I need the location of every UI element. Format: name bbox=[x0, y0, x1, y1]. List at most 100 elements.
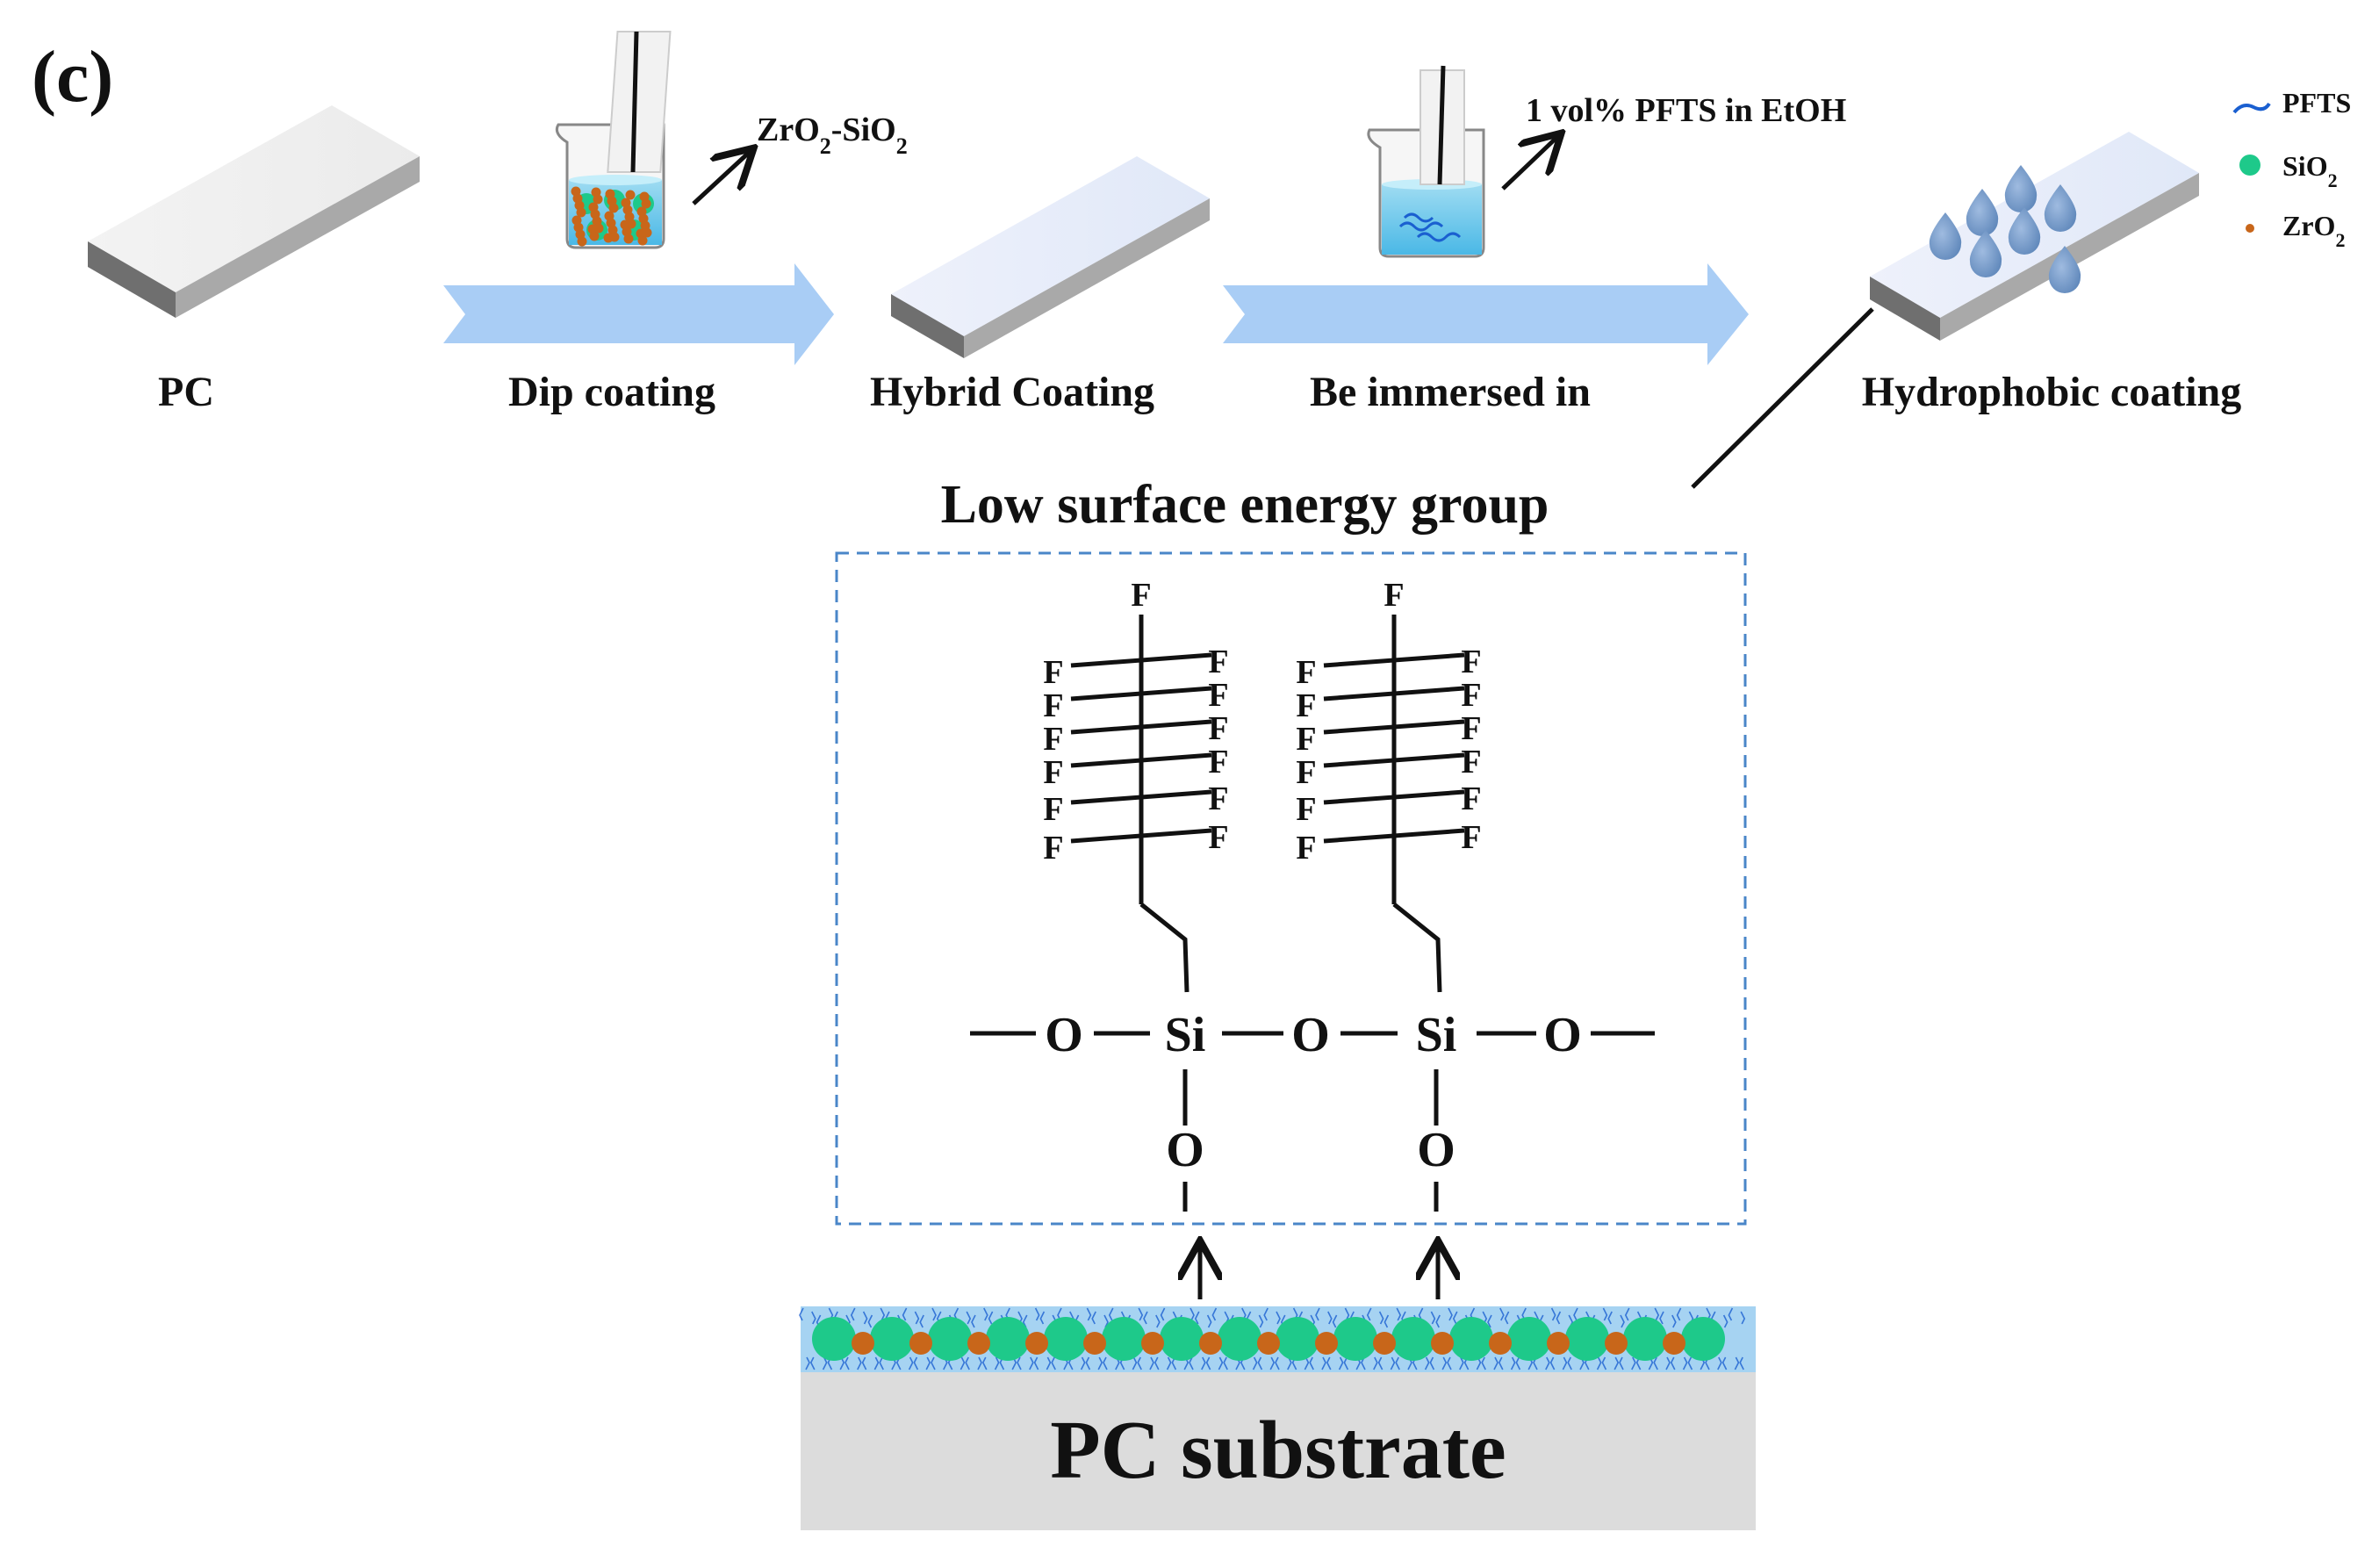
fluorine-atom: F bbox=[1384, 577, 1404, 614]
sio2-particle bbox=[928, 1317, 972, 1361]
zro2-particle bbox=[1315, 1332, 1338, 1355]
beaker-zro2-sio2-icon bbox=[555, 31, 672, 249]
fluorine-atom: F bbox=[1208, 819, 1228, 856]
sio2-particle bbox=[1276, 1317, 1319, 1361]
zro2-sio2-label: ZrO2-SiO2 bbox=[757, 111, 908, 159]
fluorine-atom: F bbox=[1208, 744, 1228, 780]
zro2-particle bbox=[1141, 1332, 1164, 1355]
sio2-particle bbox=[1623, 1317, 1667, 1361]
zro2-particle bbox=[852, 1332, 874, 1355]
fluorine-atom: F bbox=[1131, 577, 1151, 614]
fluorine-atom: F bbox=[1296, 687, 1316, 724]
beaker-zro2-particle bbox=[642, 227, 652, 238]
fluorine-atom: F bbox=[1043, 687, 1063, 724]
water-droplets bbox=[1929, 165, 2081, 293]
zro2-particle bbox=[1373, 1332, 1396, 1355]
water-droplet bbox=[1929, 212, 1962, 260]
step-label-hydrophobic-coating: Hydrophobic coating bbox=[1862, 369, 2242, 415]
sio2-particle bbox=[1333, 1317, 1377, 1361]
step-label-hybrid-coating: Hybrid Coating bbox=[870, 369, 1154, 415]
beaker-zro2-particle bbox=[641, 198, 651, 209]
fluorine-atom: F bbox=[1461, 744, 1481, 780]
zoom-box bbox=[835, 551, 1747, 1226]
fluorine-atom: F bbox=[1208, 644, 1228, 680]
process-arrow-1 bbox=[443, 263, 834, 365]
beaker-zro2-particle bbox=[608, 203, 619, 213]
water-droplet bbox=[2044, 184, 2077, 232]
step-label-pc: PC bbox=[158, 369, 214, 415]
sio2-particle bbox=[870, 1317, 914, 1361]
fluorine-atom: F bbox=[1461, 644, 1481, 680]
fluorine-atom: F bbox=[1043, 830, 1063, 867]
step-label-dip-coating: Dip coating bbox=[508, 369, 715, 415]
hydrophobic-coating-slab bbox=[1870, 132, 2199, 341]
zro2-particle bbox=[1605, 1332, 1628, 1355]
water-droplet bbox=[1966, 189, 1999, 236]
legend: PFTS SiO2 ZrO2 bbox=[2232, 87, 2351, 251]
fluorine-atom: F bbox=[1296, 830, 1316, 867]
zro2-particle bbox=[1199, 1332, 1222, 1355]
sio2-particle bbox=[1449, 1317, 1493, 1361]
beaker-zro2-particle bbox=[625, 190, 636, 200]
legend-sio2-label: SiO2 bbox=[2282, 150, 2338, 191]
sio2-particle bbox=[1681, 1317, 1725, 1361]
legend-zro2-label: ZrO2 bbox=[2282, 210, 2345, 251]
pc-slab bbox=[88, 105, 420, 318]
sio2-particle bbox=[1507, 1317, 1551, 1361]
pfts-pointer bbox=[1501, 136, 1558, 191]
beaker-zro2-particle bbox=[626, 219, 636, 229]
sio2-particle bbox=[1391, 1317, 1435, 1361]
beaker-pfts-icon bbox=[1367, 65, 1485, 258]
fluorine-atom: F bbox=[1043, 754, 1063, 791]
fluorine-atom: F bbox=[1208, 677, 1228, 714]
fluorine-atom: F bbox=[1296, 754, 1316, 791]
sio2-particle bbox=[1218, 1317, 1261, 1361]
beaker-zro2-particle bbox=[577, 236, 587, 247]
fluorine-atom: F bbox=[1296, 654, 1316, 691]
sio2-particle bbox=[812, 1317, 856, 1361]
pc-substrate-label: PC substrate bbox=[1050, 1405, 1506, 1496]
zro2-particle bbox=[1663, 1332, 1685, 1355]
beaker-zro2-particle bbox=[593, 223, 604, 234]
zro2-particle bbox=[909, 1332, 932, 1355]
fluorine-atom: F bbox=[1461, 819, 1481, 856]
hybrid-coating-slab bbox=[891, 156, 1210, 358]
zro2-particle bbox=[1257, 1332, 1280, 1355]
water-droplet bbox=[2004, 165, 2038, 213]
pc-substrate bbox=[801, 1372, 1756, 1530]
coating-particles bbox=[812, 1317, 1725, 1361]
sio2-particle bbox=[1044, 1317, 1088, 1361]
fluorine-atom: F bbox=[1043, 654, 1063, 691]
sio2-particle bbox=[986, 1317, 1030, 1361]
sio2-particle bbox=[1565, 1317, 1609, 1361]
fluorine-atom: F bbox=[1043, 791, 1063, 828]
sio2-particle bbox=[1160, 1317, 1204, 1361]
zro2-particle bbox=[1431, 1332, 1454, 1355]
zro2-particle bbox=[1547, 1332, 1570, 1355]
silicon-atom: Si bbox=[1416, 1008, 1457, 1062]
water-droplet bbox=[1969, 230, 2002, 277]
beaker-zro2-particle bbox=[576, 207, 586, 218]
step-label-be-immersed-in: Be immersed in bbox=[1310, 369, 1591, 415]
zro2-particle bbox=[1025, 1332, 1048, 1355]
silicon-atom: Si bbox=[1165, 1008, 1206, 1062]
zro2-particle bbox=[967, 1332, 990, 1355]
fluorine-atom: F bbox=[1043, 721, 1063, 758]
legend-sio2-swatch bbox=[2239, 155, 2260, 176]
fluorine-atom: F bbox=[1296, 791, 1316, 828]
beaker-zro2-particle bbox=[609, 232, 620, 242]
oxygen-atom: O bbox=[1166, 1123, 1204, 1177]
fluorine-atom: F bbox=[1461, 677, 1481, 714]
zoom-leader-line bbox=[1691, 307, 1874, 489]
water-droplet bbox=[2008, 207, 2041, 255]
fluorine-atom: F bbox=[1208, 780, 1228, 817]
pfts-solution-label: 1 vol% PFTS in EtOH bbox=[1526, 92, 1846, 129]
beaker-zro2-particle bbox=[593, 194, 603, 205]
oxygen-atom: O bbox=[1543, 1008, 1582, 1062]
legend-pfts-swatch bbox=[2232, 102, 2271, 114]
